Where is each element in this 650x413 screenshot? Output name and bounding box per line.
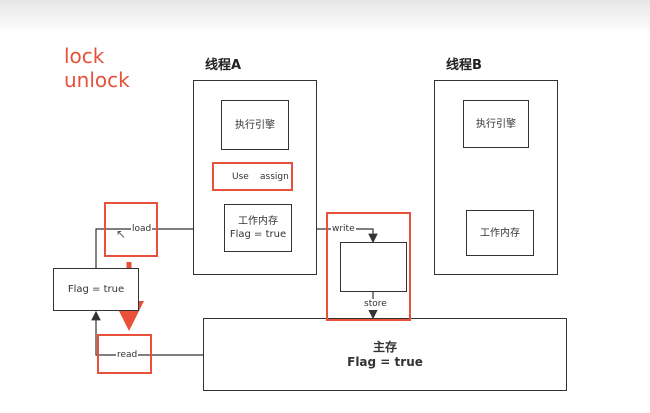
main-memory-box: 主存 Flag = true xyxy=(203,318,567,391)
top-bar xyxy=(0,0,650,34)
write-arrow xyxy=(292,228,378,244)
thread-b-exec-engine-label: 执行引擎 xyxy=(476,118,516,130)
assign-label: assign xyxy=(259,172,290,183)
use-assign-highlight xyxy=(212,162,293,191)
read-highlight xyxy=(97,334,152,374)
thread-b-working-memory: 工作内存 xyxy=(466,210,534,256)
load-highlight xyxy=(104,202,158,257)
left-flag-box: Flag = true xyxy=(53,268,139,311)
write-label: write xyxy=(331,224,356,235)
left-flag-label: Flag = true xyxy=(67,284,125,295)
load-label: load xyxy=(131,224,153,235)
unlock-label: unlock xyxy=(64,68,130,92)
write-store-highlight xyxy=(326,212,411,321)
thread-a-working-memory-label: 工作内存 Flag = true xyxy=(229,216,287,240)
thread-a-title: 线程A xyxy=(205,58,242,73)
thread-a-working-memory: 工作内存 Flag = true xyxy=(224,204,292,252)
lock-label: lock xyxy=(64,44,105,68)
thread-a-exec-engine: 执行引擎 xyxy=(221,100,289,150)
thread-b-exec-engine: 执行引擎 xyxy=(463,100,529,148)
main-memory-title: 主存 xyxy=(372,339,397,354)
thread-b-title: 线程B xyxy=(446,58,482,73)
read-arrow xyxy=(91,310,203,356)
use-label: Use xyxy=(231,172,250,183)
transfer-box xyxy=(340,242,407,292)
thread-a-exec-engine-label: 执行引擎 xyxy=(235,119,275,131)
store-label: store xyxy=(363,299,388,310)
mouse-cursor-icon: ↖ xyxy=(116,227,127,241)
main-memory-value: Flag = true xyxy=(347,354,423,369)
read-label: read xyxy=(116,350,139,361)
load-arrow xyxy=(95,224,223,268)
thread-b-working-memory-label: 工作内存 xyxy=(480,227,520,239)
